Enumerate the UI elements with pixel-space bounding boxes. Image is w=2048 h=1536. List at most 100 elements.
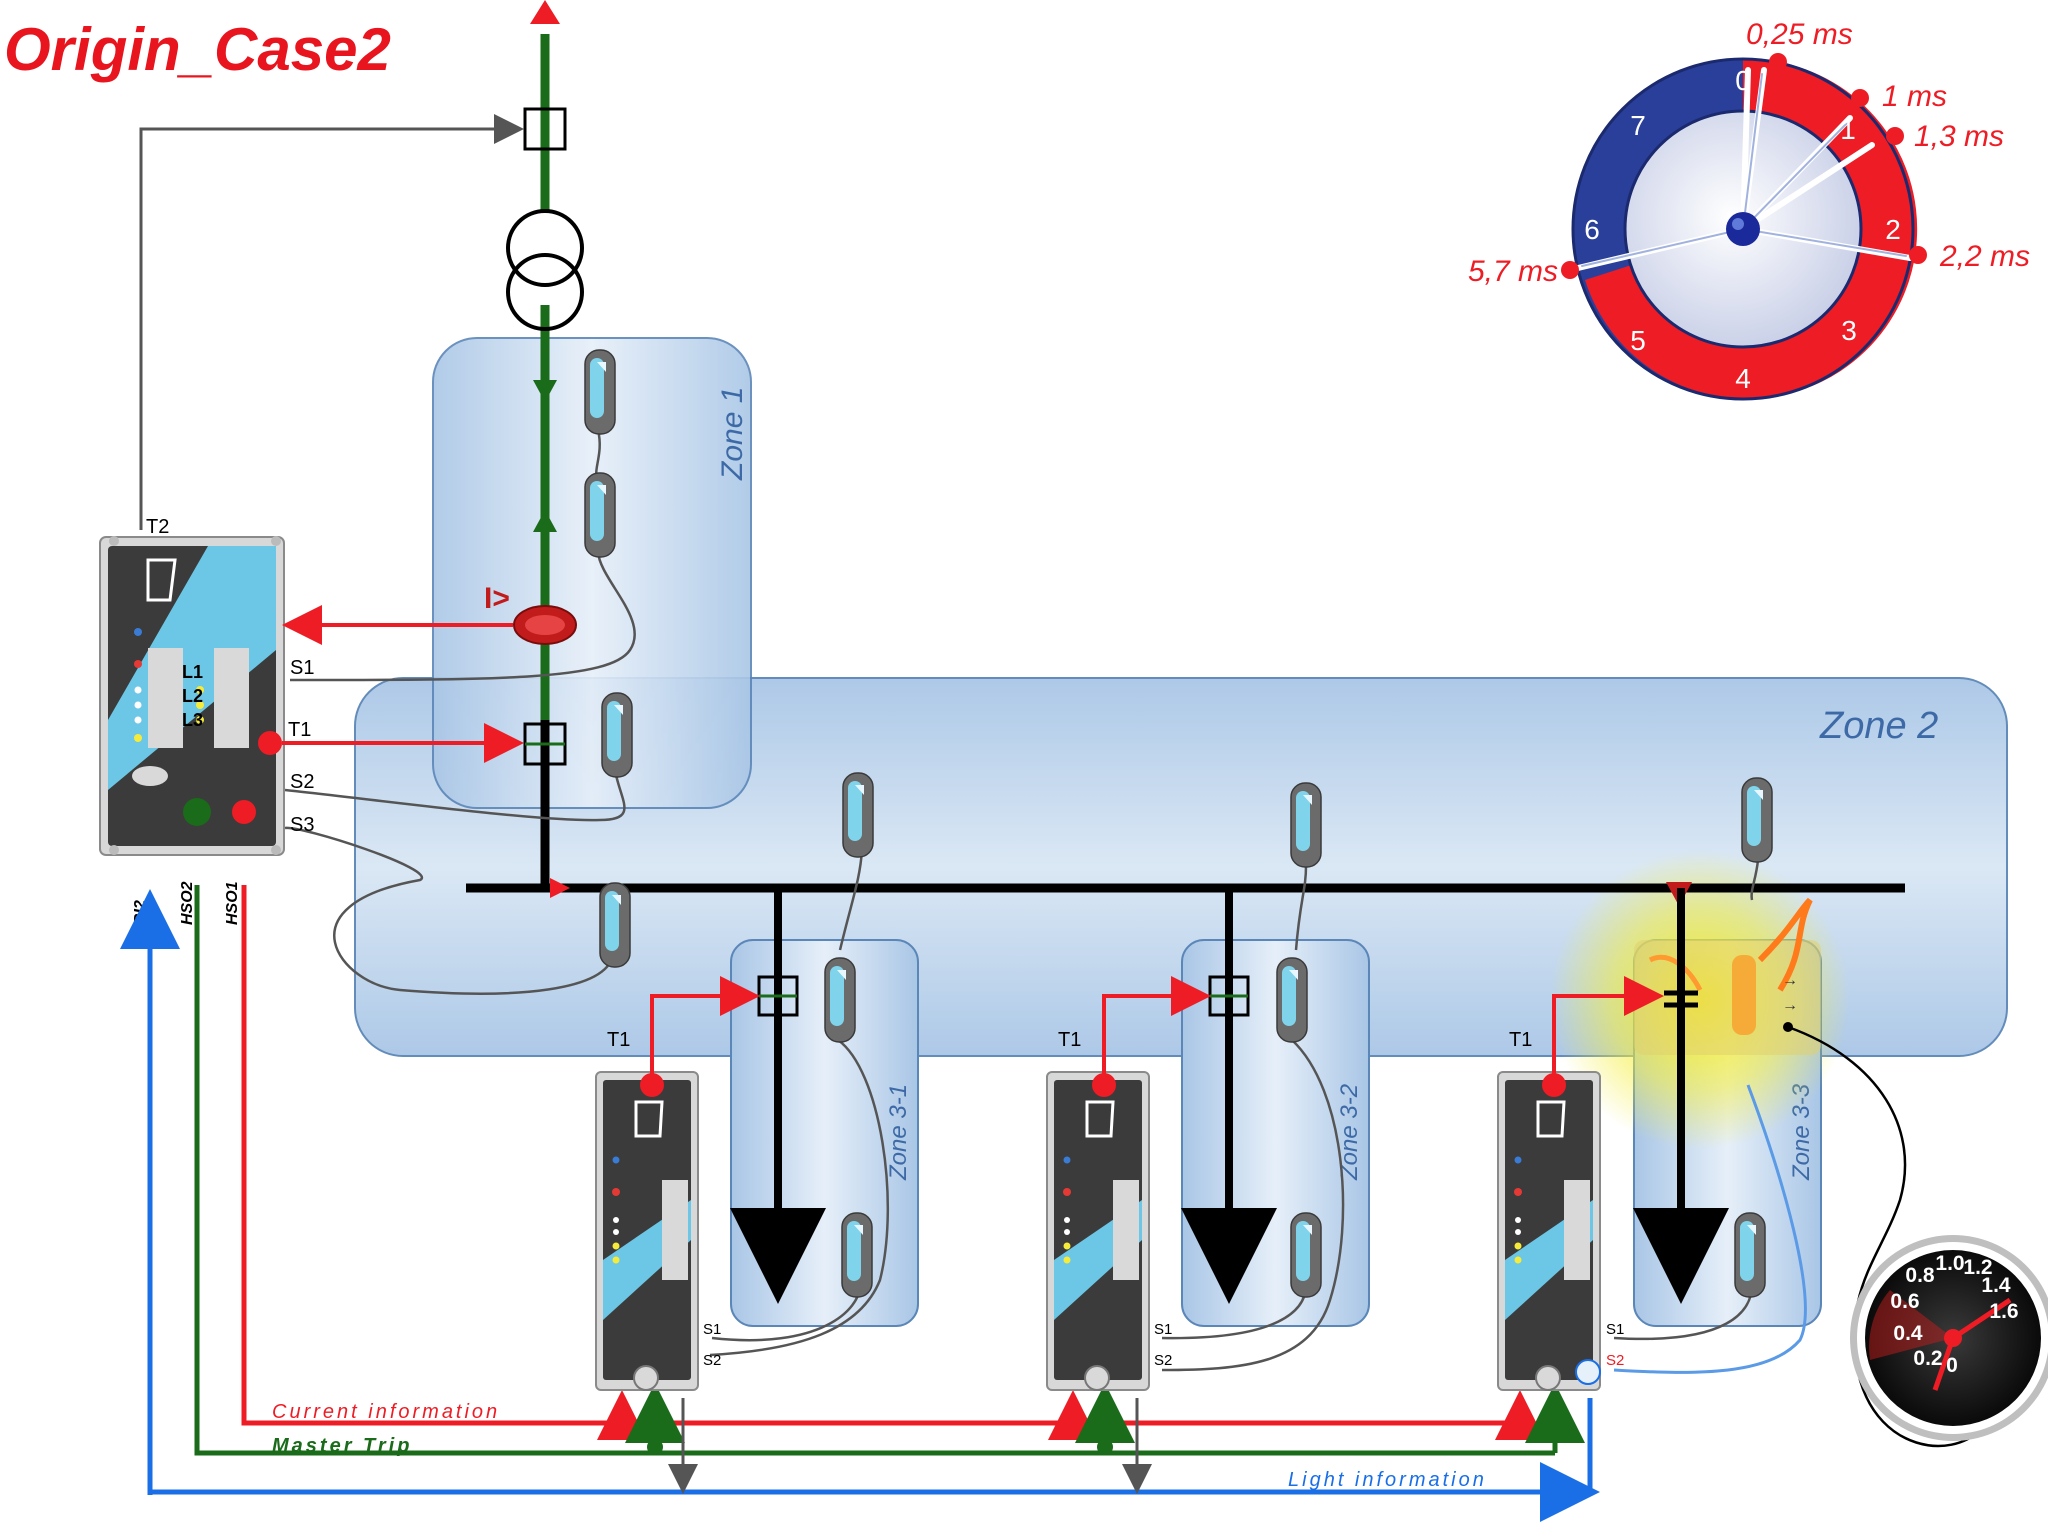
gauge-cable bbox=[1787, 1025, 1981, 1448]
main-relay-t1: T1 bbox=[288, 719, 311, 741]
marker-dot-1ms bbox=[1851, 89, 1869, 107]
hso1-terminal-dot bbox=[232, 800, 256, 824]
light-sensor-icon bbox=[824, 957, 856, 1043]
feeder-1-trip-line bbox=[650, 976, 760, 1074]
main-relay-hso2: HSO2 bbox=[179, 881, 196, 925]
feeder-2 bbox=[1181, 888, 1277, 1304]
marker-0-25ms: 0,25 ms bbox=[1746, 18, 1853, 51]
clock-number-2: 2 bbox=[1885, 214, 1901, 245]
zone-3-1-label: Zone 3-1 bbox=[885, 1084, 912, 1181]
t2-trip-line bbox=[139, 114, 524, 530]
clock-number-7: 7 bbox=[1630, 110, 1646, 141]
light-sensor-icon bbox=[841, 1212, 873, 1298]
master-trip-label: Master Trip bbox=[272, 1435, 412, 1457]
clock-number-0: 0 bbox=[1735, 65, 1751, 96]
gauge-number-1-0: 1.0 bbox=[1935, 1252, 1964, 1275]
gauge-number-0-8: 0.8 bbox=[1905, 1264, 1935, 1287]
light-sensor-icon bbox=[584, 472, 616, 558]
speed-gauge bbox=[1850, 1235, 2048, 1441]
marker-dot-2-2ms bbox=[1909, 246, 1927, 264]
feeder-relay-2-t1: T1 bbox=[1058, 1029, 1081, 1051]
feeder-gray-links bbox=[668, 1398, 1152, 1494]
clock-number-1: 1 bbox=[1840, 114, 1856, 145]
current-information-label: Current information bbox=[272, 1401, 500, 1423]
zone-1: Zone 1 bbox=[432, 337, 752, 809]
feeder-3-trip-line bbox=[1552, 976, 1664, 1074]
transformer-icon bbox=[506, 209, 584, 331]
incoming-arrow-icon bbox=[530, 0, 560, 24]
light-sensor-icon bbox=[1734, 1212, 1766, 1298]
feeder-relay-1 bbox=[595, 1071, 699, 1391]
marker-5-7ms: 5,7 ms bbox=[1468, 255, 1558, 288]
feeder-relay-1-s1: S1 bbox=[703, 1321, 721, 1338]
incomer-breaker bbox=[523, 722, 567, 766]
feeder-relay-3-s1: S1 bbox=[1606, 1321, 1624, 1338]
light-sensor-icon bbox=[584, 349, 616, 435]
marker-dot-0-25ms bbox=[1769, 53, 1787, 71]
main-relay-bi2: BI2 bbox=[132, 900, 149, 925]
feeder-relay-3-t1-dot bbox=[1542, 1073, 1566, 1097]
gauge-number-0-2: 0.2 bbox=[1913, 1347, 1942, 1370]
main-relay-s1: S1 bbox=[290, 657, 314, 679]
feeder-2-trip-line bbox=[1102, 976, 1211, 1074]
fault-sensor-cable bbox=[1613, 1084, 1807, 1374]
upper-breaker bbox=[523, 107, 567, 151]
main-relay-l2: L2 bbox=[182, 686, 203, 706]
feeder-relay-1-t1-dot bbox=[640, 1073, 664, 1097]
main-relay-s3: S3 bbox=[290, 814, 314, 836]
overcurrent-symbol: I> bbox=[484, 582, 510, 615]
marker-2-2ms: 2,2 ms bbox=[1939, 240, 2030, 273]
clock-number-5: 5 bbox=[1630, 325, 1646, 356]
feeder-relay-3 bbox=[1497, 1071, 1601, 1391]
gauge-number-1-2: 1.2 bbox=[1963, 1256, 1992, 1279]
light-info-bus bbox=[120, 889, 1600, 1522]
t1-terminal-dot bbox=[258, 731, 282, 755]
timing-clock bbox=[1561, 53, 1927, 401]
feeder-relay-2-t1-dot bbox=[1092, 1073, 1116, 1097]
zone-2-label: Zone 2 bbox=[1819, 705, 1938, 747]
clock-number-6: 6 bbox=[1584, 214, 1600, 245]
main-relay bbox=[99, 536, 285, 856]
gauge-number-0: 0 bbox=[1946, 1354, 1958, 1377]
light-sensor-icon bbox=[601, 692, 633, 778]
marker-dot-1-3ms bbox=[1886, 127, 1904, 145]
main-relay-l3: L3 bbox=[182, 710, 203, 730]
clock-number-4: 4 bbox=[1735, 363, 1751, 394]
clock-numbers: 0 1 2 3 4 5 6 7 bbox=[1584, 65, 1901, 394]
feeder-relay-3-s2-port bbox=[1575, 1359, 1601, 1385]
gauge-number-0-4: 0.4 bbox=[1893, 1322, 1923, 1345]
feeder-relay-2 bbox=[1046, 1071, 1150, 1391]
feeder-relay-1-s2: S2 bbox=[703, 1352, 721, 1369]
clock-number-3: 3 bbox=[1841, 315, 1857, 346]
feeder-relay-2-s2: S2 bbox=[1154, 1352, 1172, 1369]
incoming-feeder bbox=[530, 0, 560, 888]
svg-text:→: → bbox=[1782, 997, 1798, 1014]
zone-1-label: Zone 1 bbox=[716, 387, 749, 481]
master-trip-led bbox=[183, 798, 211, 826]
light-sensor-icon bbox=[599, 882, 631, 968]
marker-1ms: 1 ms bbox=[1882, 80, 1947, 113]
main-relay-l1: L1 bbox=[182, 662, 203, 682]
gauge-numbers: 0 0.2 0.4 0.6 0.8 1.0 1.2 1.4 1.6 bbox=[1890, 1252, 2018, 1377]
svg-text:→: → bbox=[1782, 972, 1798, 989]
clock-markers: 0,25 ms 1 ms 1,3 ms 2,2 ms 5,7 ms bbox=[1468, 18, 2030, 288]
feeder-relay-1-t1: T1 bbox=[607, 1029, 630, 1051]
gauge-number-1-6: 1.6 bbox=[1989, 1300, 2018, 1323]
main-relay-s2: S2 bbox=[290, 771, 314, 793]
light-sensor-icon bbox=[1290, 782, 1322, 868]
current-transformer bbox=[513, 605, 577, 645]
light-sensor-icon bbox=[842, 772, 874, 858]
main-relay-hso1: HSO1 bbox=[224, 881, 241, 925]
light-information-label: Light information bbox=[1288, 1469, 1487, 1491]
feeder-relay-2-s1: S1 bbox=[1154, 1321, 1172, 1338]
feeder-relay-3-t1: T1 bbox=[1509, 1029, 1532, 1051]
light-sensor-icon bbox=[1290, 1212, 1322, 1298]
feeder-3 bbox=[1633, 888, 1729, 1304]
light-sensor-icon bbox=[1741, 777, 1773, 863]
light-sensor-icon bbox=[1276, 957, 1308, 1043]
feeder-relay-3-s2: S2 bbox=[1606, 1352, 1624, 1369]
gauge-number-0-6: 0.6 bbox=[1890, 1290, 1919, 1313]
marker-1-3ms: 1,3 ms bbox=[1914, 120, 2004, 153]
marker-dot-5-7ms bbox=[1561, 261, 1579, 279]
